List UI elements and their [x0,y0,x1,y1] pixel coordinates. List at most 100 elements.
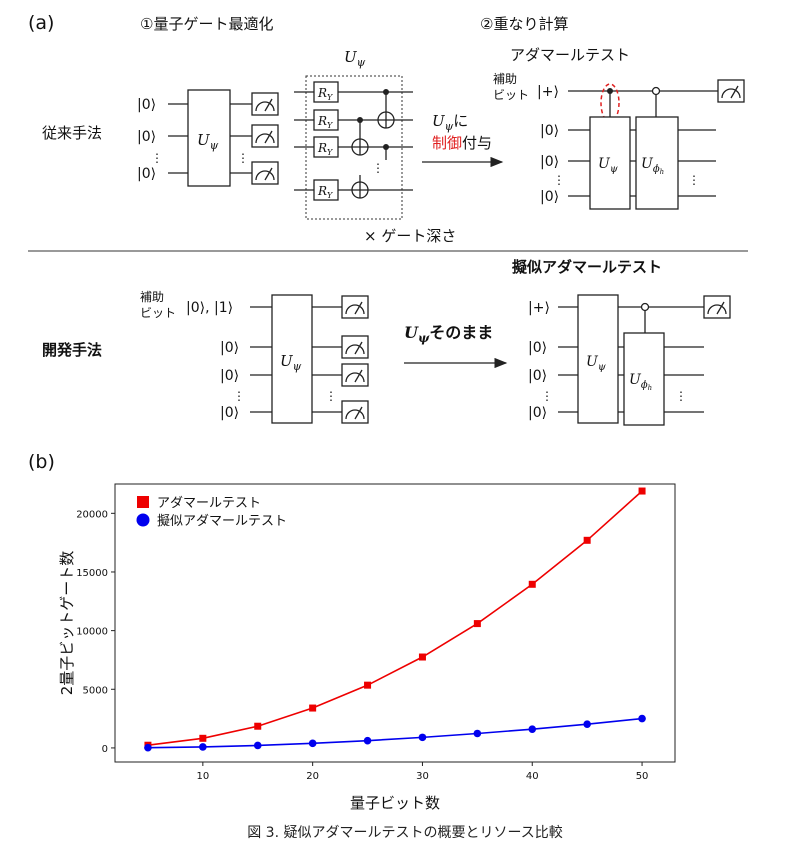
vdots-label: ⋮ [325,389,337,403]
x-tick-label: 50 [636,771,649,782]
conventional-method-label: 従来手法 [42,124,102,142]
y-axis-label: 2量子ビットゲート数 [58,551,76,696]
legend-label: アダマールテスト [157,496,261,511]
ry-gate [313,81,339,103]
gate-depth-label: × ゲート深さ [364,227,456,245]
svg-text:RY: RY [317,184,333,200]
u-psi-title: Uψ [344,48,366,69]
data-point [144,743,152,752]
hadamard-test-circuit: アダマールテスト 補助 ビット |+⟩ |0⟩ |0⟩ ⋮ |0⟩ Uψ Uϕh… [493,46,745,210]
measurement-icon [341,400,369,424]
data-point [583,536,591,544]
data-point [308,739,317,748]
ry-gate [313,109,339,131]
y-tick-label: 20000 [76,509,108,520]
y-tick-label: 5000 [83,685,108,696]
y-tick-label: 0 [102,744,108,755]
ket-plus-label: |+⟩ [528,300,550,316]
ket0-label: |0⟩ [540,189,559,205]
cnot-gate [351,175,369,199]
vdots-label: ⋮ [553,173,565,187]
data-point [638,487,646,495]
data-point [363,736,372,745]
u-psi-gate [577,294,619,424]
measurement-icon [717,79,745,103]
as-is-arrow: Uψそのまま [404,323,508,369]
svg-text:Uψ: Uψ [280,352,302,373]
ket0-label: |0⟩ [137,166,156,182]
legend-label: 擬似アダマールテスト [157,513,287,529]
vdots-label: ⋮ [675,389,687,403]
svg-text:Uψ: Uψ [586,354,606,373]
ket0-label: |0⟩ [137,97,156,113]
conventional-psi-circuit: |0⟩ |0⟩ ⋮ |0⟩ Uψ ⋮ [137,89,279,187]
data-point [364,681,372,689]
pseudo-hadamard-test-circuit: 擬似アダマールテスト |+⟩ |0⟩ |0⟩ ⋮ |0⟩ Uψ Uϕh ⋮ [512,258,731,426]
ket0-label: |0⟩ [528,405,547,421]
ket0-label: |0⟩ [540,154,559,170]
svg-text:Uψ: Uψ [598,156,618,175]
ket0-label: |0⟩ [220,340,239,356]
ry-gate [313,179,339,201]
ket0-label: |0⟩ [540,123,559,139]
data-point [199,743,207,751]
svg-text:制御付与: 制御付与 [432,134,492,152]
svg-text:Uψそのまま: Uψそのまま [404,323,493,345]
pseudo-hadamard-test-title: 擬似アダマールテスト [512,258,662,276]
cnot-gate [351,117,369,156]
u-phi-gate [623,332,665,426]
svg-text:Uϕh: Uϕh [629,372,652,392]
ancilla-label: 補助 [140,290,164,304]
proposed-method-label: 開発手法 [42,341,102,359]
measurement-icon [251,161,279,185]
vdots-label: ⋮ [372,161,384,175]
cnot-gate [377,89,395,129]
vdots-label: ⋮ [237,151,249,165]
measurement-icon [251,124,279,148]
data-point [528,580,536,588]
data-point [254,722,262,730]
u-psi-gate [589,116,631,210]
data-point [309,704,317,712]
svg-text:RY: RY [317,141,333,157]
u-psi-gate-label: Uψ [197,131,219,152]
x-tick-label: 40 [526,771,539,782]
data-point [199,734,207,742]
x-axis-label: 量子ビット数 [350,794,440,812]
data-point [418,653,426,661]
decomposition-dotted-box [305,75,403,220]
y-tick-label: 15000 [76,568,108,579]
ancilla-label: ビット [493,88,529,102]
u-phi-gate [635,116,679,210]
ket0-label: |0⟩ [220,405,239,421]
controlled-arrow: Uψに 制御付与 [422,112,504,168]
data-point [473,729,482,738]
measurement-icon [341,335,369,359]
measurement-icon [703,295,731,319]
ry-gate [313,136,339,158]
ket01-label: |0⟩, |1⟩ [186,300,233,316]
circuit-diagram: (a) ①量子ゲート最適化 ②重なり計算 従来手法 開発手法 |0⟩ |0⟩ ⋮… [28,12,748,426]
x-tick-label: 20 [306,771,319,782]
data-point [418,733,427,742]
ket0-label: |0⟩ [220,368,239,384]
ket0-label: |0⟩ [137,129,156,145]
panel-a-label: (a) [28,12,54,34]
step1-label: ①量子ゲート最適化 [140,15,273,33]
ket0-label: |0⟩ [528,340,547,356]
figure-caption: 図 3. 疑似アダマールテストの概要とリソース比較 [247,825,563,841]
series-line-0 [147,490,643,747]
vdots-label: ⋮ [688,173,700,187]
data-point [253,741,262,750]
proposed-psi-circuit: 補助 ビット |0⟩, |1⟩ |0⟩ |0⟩ ⋮ |0⟩ Uψ ⋮ [140,290,369,424]
legend-marker [136,513,150,527]
series-line-1 [147,717,643,749]
svg-text:Uϕh: Uϕh [641,156,664,176]
cnot-gate [383,144,389,160]
vdots-label: ⋮ [541,389,553,403]
vdots-label: ⋮ [151,151,163,165]
u-psi-decomposition: Uψ RY RY RY RY ⋮ [294,48,456,245]
step2-label: ②重なり計算 [480,15,568,33]
